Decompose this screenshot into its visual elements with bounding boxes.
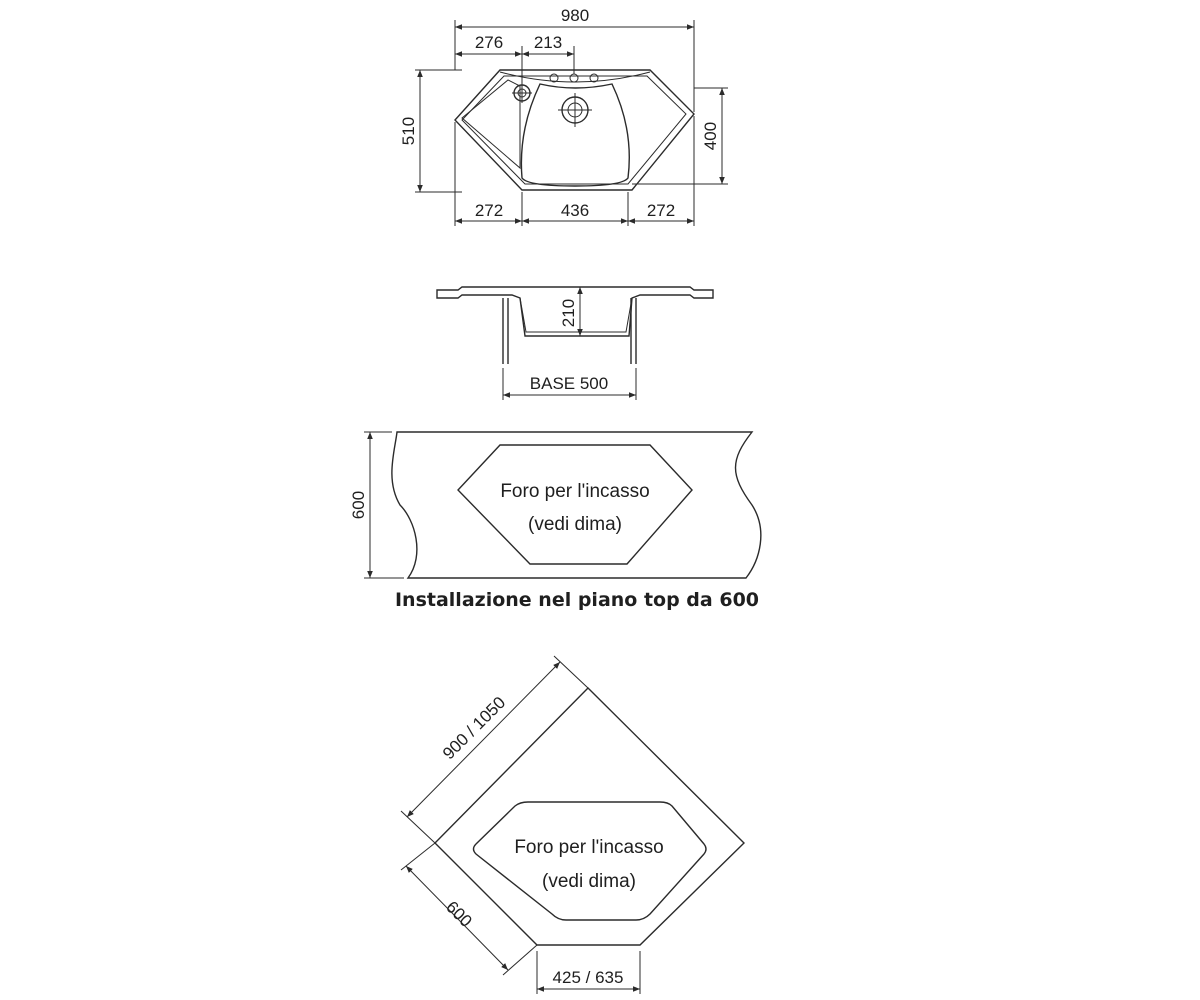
sink-top-view: 980 276 213 510 400 272 436 272 bbox=[399, 6, 728, 226]
dim-front-depth: 400 bbox=[701, 122, 720, 150]
dim-corner-front: 425 / 635 bbox=[553, 968, 624, 987]
dim-countertop-depth: 600 bbox=[349, 491, 368, 519]
dim-tap-offset: 213 bbox=[534, 33, 562, 52]
drainer-area bbox=[461, 79, 521, 170]
dim-bottom-center: 436 bbox=[561, 201, 589, 220]
sink-outline bbox=[454, 69, 695, 191]
corner-countertop-outline bbox=[434, 687, 745, 946]
section-profile bbox=[436, 286, 714, 337]
sink-section-view: 210 BASE 500 bbox=[436, 286, 714, 400]
dim-corner-diagonal: 900 / 1050 bbox=[439, 693, 509, 763]
dim-corner-side: 600 bbox=[442, 897, 475, 930]
countertop-outline bbox=[391, 431, 762, 579]
dim-bottom-left: 272 bbox=[475, 201, 503, 220]
cutout-outline bbox=[457, 444, 693, 565]
dim-bowl-depth: 210 bbox=[559, 299, 578, 327]
tap-hole-icons bbox=[549, 73, 599, 83]
overflow-icon bbox=[512, 83, 532, 103]
install-caption: Installazione nel piano top da 600 bbox=[395, 589, 759, 611]
corner-cutout-label-line2: (vedi dima) bbox=[542, 871, 636, 892]
corner-cutout-outline bbox=[472, 801, 707, 921]
cutout-label-line2: (vedi dima) bbox=[528, 514, 622, 535]
dim-overall-width: 980 bbox=[561, 6, 589, 25]
dim-left-offset: 276 bbox=[475, 33, 503, 52]
drain-icon bbox=[558, 93, 592, 127]
dim-depth: 510 bbox=[399, 117, 418, 145]
straight-countertop-view: Foro per l'incasso (vedi dima) 600 Insta… bbox=[349, 431, 762, 611]
cutout-label-line1: Foro per l'incasso bbox=[500, 481, 649, 502]
corner-countertop-view: Foro per l'incasso (vedi dima) 900 / 105… bbox=[400, 655, 745, 994]
corner-cutout-label-line1: Foro per l'incasso bbox=[514, 837, 663, 858]
dim-bottom-right: 272 bbox=[647, 201, 675, 220]
dim-base: BASE 500 bbox=[530, 374, 608, 393]
bowl-outline bbox=[520, 83, 630, 187]
